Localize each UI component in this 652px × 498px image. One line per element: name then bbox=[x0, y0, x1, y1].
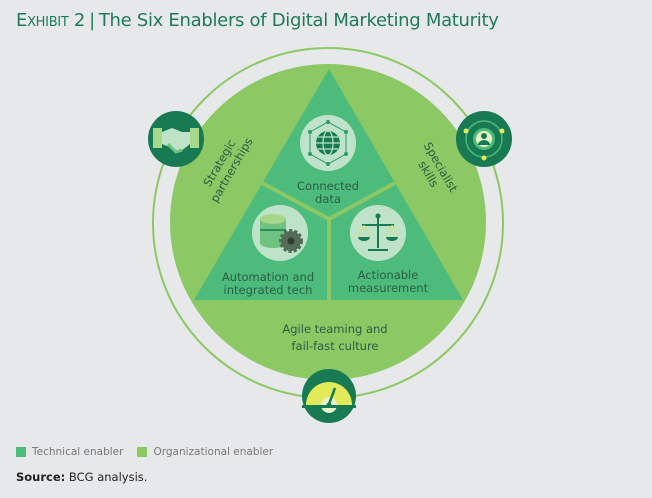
legend-technical: Technical enabler bbox=[16, 446, 123, 458]
page-title: Exhibit 2|The Six Enablers of Digital Ma… bbox=[16, 10, 499, 31]
exhibit-label: Exhibit 2 bbox=[16, 10, 86, 31]
legend-label: Organizational enabler bbox=[153, 446, 274, 458]
speedometer-icon bbox=[302, 369, 356, 423]
source-note: Source: BCG analysis. bbox=[16, 470, 147, 484]
person-network-icon bbox=[456, 111, 512, 167]
title-separator: | bbox=[89, 10, 95, 31]
legend-swatch-organizational bbox=[137, 447, 148, 457]
database-gear-icon bbox=[252, 205, 308, 261]
handshake-icon bbox=[148, 111, 204, 167]
source-label: Source: bbox=[16, 470, 66, 484]
legend-label: Technical enabler bbox=[32, 446, 124, 458]
globe-network-icon bbox=[300, 115, 356, 171]
balance-scale-icon bbox=[350, 205, 406, 261]
title-text: The Six Enablers of Digital Marketing Ma… bbox=[98, 10, 499, 31]
legend-organizational: Organizational enabler bbox=[137, 446, 273, 458]
legend-swatch-technical bbox=[16, 447, 26, 457]
source-text: BCG analysis. bbox=[68, 470, 148, 484]
legend: Technical enabler Organizational enabler bbox=[16, 446, 287, 458]
triangle-dividers bbox=[261, 181, 396, 302]
